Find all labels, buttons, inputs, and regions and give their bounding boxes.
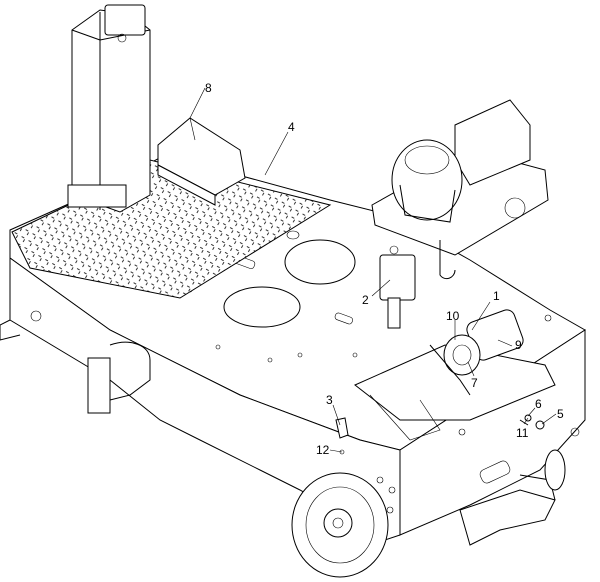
- callouts: 1 2 3 4 5 6 7 8 9 10 11 12: [205, 81, 564, 457]
- mast-column: [67, 4, 151, 213]
- callout-1: 1: [493, 289, 500, 303]
- callout-11: 11: [516, 426, 529, 440]
- callout-12: 12: [316, 443, 330, 457]
- callout-3: 3: [326, 393, 333, 407]
- drive-motor: [429, 309, 524, 396]
- leader-lines: [189, 87, 557, 453]
- caster-bracket: [459, 449, 566, 546]
- callout-7: 7: [471, 376, 478, 390]
- callout-5: 5: [557, 407, 564, 421]
- callout-6: 6: [535, 397, 542, 411]
- drive-wheel: [291, 472, 389, 578]
- callout-4: 4: [288, 120, 295, 134]
- operator-pad: [157, 117, 246, 206]
- callout-9: 9: [515, 338, 522, 352]
- pump-motor-assembly: [371, 99, 549, 280]
- callout-8: 8: [205, 81, 212, 95]
- callout-10: 10: [446, 309, 460, 323]
- contactor-switch: [379, 245, 416, 329]
- callout-2: 2: [362, 293, 369, 307]
